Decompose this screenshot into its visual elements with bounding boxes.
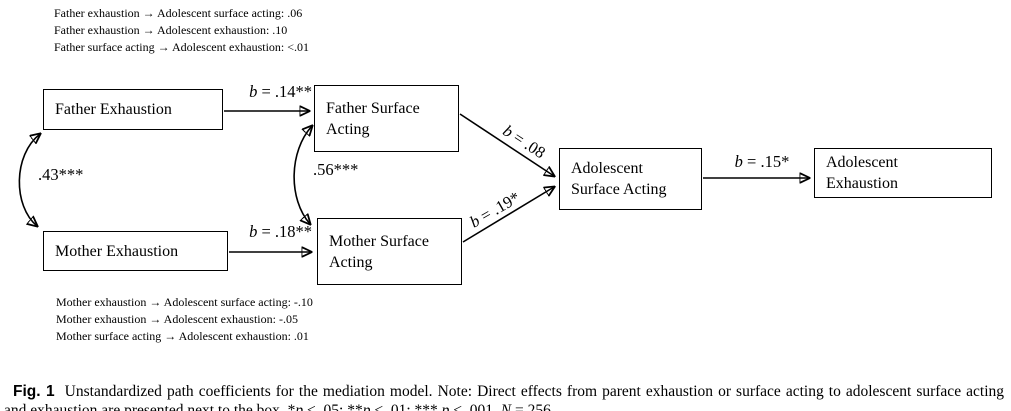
box-label: Mother Exhaustion <box>55 242 179 260</box>
coefficient-symbol: b <box>734 152 743 171</box>
arrow-mother-surface-acting-to-adolescent-surface-acting <box>462 187 554 243</box>
box-adolescent-exhaustion: Adolescent Exhaustion <box>814 148 992 198</box>
covariance-parent-exhaustion-value: .43*** <box>38 165 84 184</box>
coefficient-adolescent-sa-to-adolescent-exh: b = .15* <box>712 152 812 172</box>
covariance-parent-surface-acting-value: .56*** <box>313 160 359 179</box>
coefficient-symbol: b <box>249 222 258 241</box>
note-line: Father exhaustion → Adolescent surface a… <box>54 6 303 20</box>
coefficient-value: = .14** <box>257 82 312 101</box>
covariance-arc-parent-surface-acting <box>293 126 312 224</box>
note-line: Mother exhaustion → Adolescent surface a… <box>56 295 313 309</box>
note-line: Mother exhaustion → Adolescent exhaustio… <box>56 312 298 326</box>
box-mother-exhaustion: Mother Exhaustion <box>43 231 228 271</box>
covariance-arc-parent-exhaustion <box>18 134 40 226</box>
box-label: Mother Surface Acting <box>329 232 429 271</box>
direct-effects-notes-father: Father exhaustion → Adolescent surface a… <box>54 5 309 56</box>
box-adolescent-surface-acting: Adolescent Surface Acting <box>559 148 702 210</box>
coefficient-value: = .15* <box>742 152 790 171</box>
box-label: Adolescent Surface Acting <box>571 160 667 198</box>
direct-effects-notes-mother: Mother exhaustion → Adolescent surface a… <box>56 294 313 345</box>
box-label: Father Surface Acting <box>326 99 420 138</box>
box-father-exhaustion: Father Exhaustion <box>43 89 223 130</box>
note-line: Father surface acting → Adolescent exhau… <box>54 40 310 54</box>
coefficient-mother-exh-to-mother-sa: b = .18** <box>228 222 312 242</box>
box-mother-surface-acting: Mother Surface Acting <box>317 218 462 285</box>
coefficient-value: = .18** <box>257 222 312 241</box>
coefficient-symbol: b <box>249 82 258 101</box>
box-label: Adolescent Exhaustion <box>826 154 898 192</box>
note-line: Father exhaustion → Adolescent exhaustio… <box>54 23 288 37</box>
box-father-surface-acting: Father Surface Acting <box>314 85 459 152</box>
note-line: Mother surface acting → Adolescent exhau… <box>56 329 309 343</box>
box-label: Father Exhaustion <box>55 101 172 118</box>
arrow-father-surface-acting-to-adolescent-surface-acting <box>459 113 554 176</box>
coefficient-father-exh-to-father-sa: b = .14** <box>228 82 312 102</box>
